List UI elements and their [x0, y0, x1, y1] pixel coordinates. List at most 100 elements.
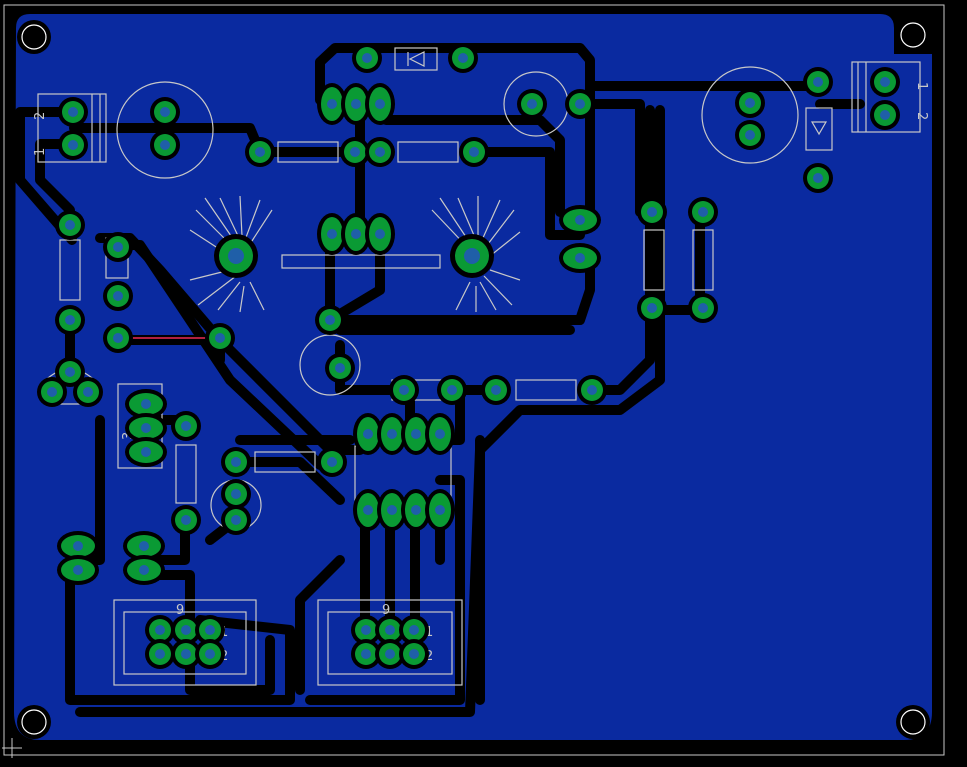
copper-pour [14, 14, 932, 740]
oval-pad [401, 489, 431, 531]
pads [37, 43, 900, 669]
through-hole-pad [517, 89, 547, 119]
through-hole-pad [448, 43, 478, 73]
conn-right-outline [851, 61, 921, 133]
through-hole-pad [150, 130, 180, 160]
mounting-hole-icon [17, 20, 51, 54]
through-hole-pad [389, 375, 419, 405]
through-hole-pad [351, 615, 381, 645]
capacitor-c2-outline [701, 66, 799, 164]
through-hole-pad [352, 43, 382, 73]
through-hole-pad [735, 88, 765, 118]
header-right-outline [317, 599, 463, 686]
oval-pad [317, 83, 347, 125]
heatsink-mount-pad [214, 234, 258, 278]
through-hole-pad [171, 411, 201, 441]
oval-pad [125, 437, 167, 467]
through-hole-pad [195, 615, 225, 645]
through-hole-pad [870, 100, 900, 130]
diode-icon [394, 47, 438, 71]
oval-pad [125, 413, 167, 443]
conn-left-pin1-label: 1 [33, 148, 48, 156]
through-hole-pad [103, 281, 133, 311]
through-hole-pad [399, 639, 429, 669]
heatsink-icon [189, 195, 521, 313]
resistor-r4-outline [643, 229, 665, 291]
oval-pad [125, 389, 167, 419]
oval-pad [401, 413, 431, 455]
oval-pad [377, 413, 407, 455]
oval-pad [123, 555, 165, 585]
conn-right-pin1-label: 1 [914, 82, 929, 90]
through-hole-pad [55, 305, 85, 335]
through-hole-pad [221, 479, 251, 509]
through-hole-pad [315, 305, 345, 335]
oval-pad [559, 205, 601, 235]
through-hole-pad [437, 375, 467, 405]
header-right-pin9-label: 9 [382, 603, 390, 618]
resistor-r1-outline [277, 141, 339, 163]
through-hole-pad [150, 97, 180, 127]
origin-cross-icon [2, 738, 22, 758]
resistor-r8-outline [175, 444, 197, 504]
heatsink-mount-pad [450, 234, 494, 278]
oval-pad [317, 213, 347, 255]
through-hole-pad [365, 137, 395, 167]
through-hole-pad [688, 293, 718, 323]
resistor-r7-outline [254, 451, 316, 473]
header-left-pin9-label: 9 [176, 603, 184, 618]
through-hole-pad [481, 375, 511, 405]
oval-pad [559, 243, 601, 273]
through-hole-pad [145, 639, 175, 669]
through-hole-pad [459, 137, 489, 167]
resistor-r5-outline [692, 229, 714, 291]
oval-pad [365, 213, 395, 255]
oval-pad [377, 489, 407, 531]
through-hole-pad [803, 163, 833, 193]
through-hole-pad [221, 505, 251, 535]
through-hole-pad [58, 97, 88, 127]
mounting-hole-icon [896, 18, 930, 52]
through-hole-pad [340, 137, 370, 167]
header-right-pin1-label: 1 [425, 625, 433, 640]
oval-pad [425, 413, 455, 455]
header-right-pin2-label: 2 [425, 649, 433, 664]
mounting-hole-icon [17, 705, 51, 739]
through-hole-pad [351, 639, 381, 669]
through-hole-pad [103, 323, 133, 353]
through-hole-pad [803, 67, 833, 97]
through-hole-pad [73, 377, 103, 407]
through-hole-pad [171, 505, 201, 535]
through-hole-pad [195, 639, 225, 669]
through-hole-pad [637, 293, 667, 323]
oval-pad [57, 531, 99, 561]
header-left-outline [113, 599, 257, 686]
through-hole-pad [145, 615, 175, 645]
through-hole-pad [221, 447, 251, 477]
resistor-r6-outline [515, 379, 577, 401]
through-hole-pad [317, 447, 347, 477]
resistor-r2-outline [397, 141, 459, 163]
oval-pad [57, 555, 99, 585]
oval-pad [353, 413, 383, 455]
through-hole-pad [245, 137, 275, 167]
through-hole-pad [577, 375, 607, 405]
through-hole-pad [325, 353, 355, 383]
conn-right-pin2-label: 2 [914, 112, 929, 120]
board-outline [3, 4, 945, 756]
oval-pad [425, 489, 455, 531]
through-hole-pad [565, 89, 595, 119]
through-hole-pad [171, 639, 201, 669]
through-hole-pad [58, 130, 88, 160]
through-hole-pad [37, 377, 67, 407]
oval-pad [353, 489, 383, 531]
through-hole-pad [205, 323, 235, 353]
through-hole-pad [637, 197, 667, 227]
oval-pad [365, 83, 395, 125]
through-hole-pad [103, 232, 133, 262]
conn-left-pin2-label: 2 [33, 112, 48, 120]
through-hole-pad [688, 197, 718, 227]
oval-pad [123, 531, 165, 561]
through-hole-pad [870, 67, 900, 97]
